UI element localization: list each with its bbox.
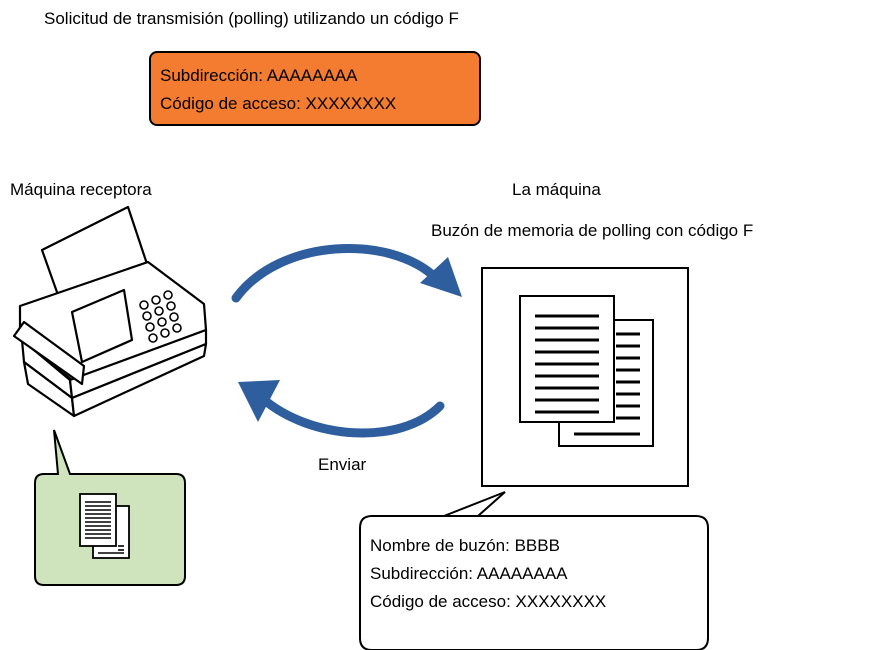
mailbox-access-code: Código de acceso: XXXXXXXX: [370, 592, 607, 611]
request-access-code: Código de acceso: XXXXXXXX: [160, 94, 397, 113]
mailbox-info-bubble: [359, 491, 709, 650]
documents-icon: [79, 493, 130, 559]
request-arrow-icon: [231, 243, 462, 303]
fax-machine-icon: [12, 205, 208, 418]
request-subaddress: Subdirección: AAAAAAAA: [160, 66, 358, 85]
send-arrow-icon: [238, 380, 445, 438]
mailbox-label: Buzón de memoria de polling con código F: [431, 221, 754, 240]
mailbox-name: Nombre de buzón: BBBB: [370, 536, 560, 555]
diagram-title: Solicitud de transmisión (polling) utili…: [44, 9, 459, 28]
receiver-label: Máquina receptora: [10, 180, 152, 199]
mailbox-subaddress: Subdirección: AAAAAAAA: [370, 564, 568, 583]
mailbox-documents-icon: [519, 295, 654, 447]
send-label: Enviar: [318, 455, 367, 474]
mailbox-info-text: Nombre de buzón: BBBB Subdirección: AAAA…: [370, 532, 606, 616]
request-box: Subdirección: AAAAAAAA Código de acceso:…: [149, 51, 481, 126]
machine-label: La máquina: [512, 180, 601, 199]
